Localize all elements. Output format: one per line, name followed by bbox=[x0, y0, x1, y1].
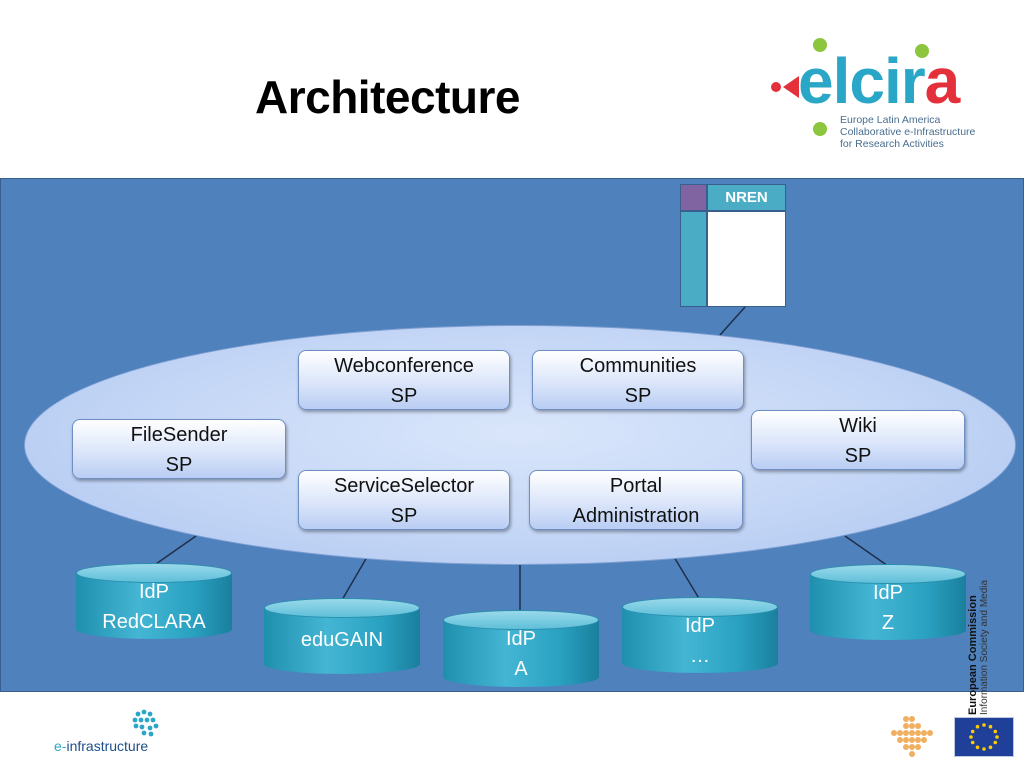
cylinder-body bbox=[76, 573, 232, 639]
logo-wordmark: elcira bbox=[798, 45, 960, 117]
cylinder-body bbox=[810, 574, 966, 640]
idp-edugain-cylinder: eduGAIN bbox=[264, 598, 420, 674]
idp-label: IdP A bbox=[505, 628, 537, 680]
cylinder-top bbox=[622, 597, 778, 617]
logo-red-triangle-icon bbox=[783, 76, 799, 98]
logo-green-dot-icon bbox=[813, 38, 827, 52]
cylinder-top bbox=[810, 564, 966, 584]
cylinder-body bbox=[622, 607, 778, 673]
cylinder-top bbox=[264, 598, 420, 618]
idp-redclara-cylinder: IdP RedCLARA bbox=[76, 563, 232, 639]
idp-label: eduGAIN bbox=[300, 629, 384, 651]
logo-red-dot-icon bbox=[771, 82, 781, 92]
elcira-logo: elcira Europe Latin America Collaborativ… bbox=[768, 36, 988, 156]
logo-subtitle: Europe Latin America Collaborative e-Inf… bbox=[840, 114, 976, 150]
nren-side-cell bbox=[680, 211, 707, 307]
nren-block: NREN bbox=[680, 184, 786, 307]
e-infrastructure-text: e-infrastructure bbox=[54, 738, 149, 754]
idp-z-cylinder: IdP Z bbox=[810, 564, 966, 640]
european-commission-text: European Commission Information Society … bbox=[967, 579, 990, 715]
cylinder-top bbox=[76, 563, 232, 583]
idp-label: IdP Z bbox=[872, 582, 904, 634]
cylinder-body bbox=[264, 608, 420, 674]
dotted-cross-logo-icon bbox=[891, 716, 933, 757]
eu-flag-icon bbox=[954, 717, 1014, 757]
nren-label: NREN bbox=[707, 184, 786, 211]
logo-green-dot-icon bbox=[813, 122, 827, 136]
idp-ellipsis-cylinder: IdP … bbox=[622, 597, 778, 673]
idp-a-cylinder: IdP A bbox=[443, 610, 599, 687]
idp-label: IdP … bbox=[684, 615, 716, 667]
e-infrastructure-logo: e-infrastructure bbox=[52, 708, 182, 758]
idp-label: IdP RedCLARA bbox=[102, 581, 206, 633]
cylinder-top bbox=[443, 610, 599, 630]
nren-body-cell bbox=[707, 211, 786, 307]
e-infrastructure-dots-icon bbox=[132, 709, 159, 737]
nren-purple-cell bbox=[680, 184, 707, 211]
logo-green-dot-icon bbox=[915, 44, 929, 58]
slide-title: Architecture bbox=[255, 71, 520, 123]
cylinder-body bbox=[443, 620, 599, 687]
